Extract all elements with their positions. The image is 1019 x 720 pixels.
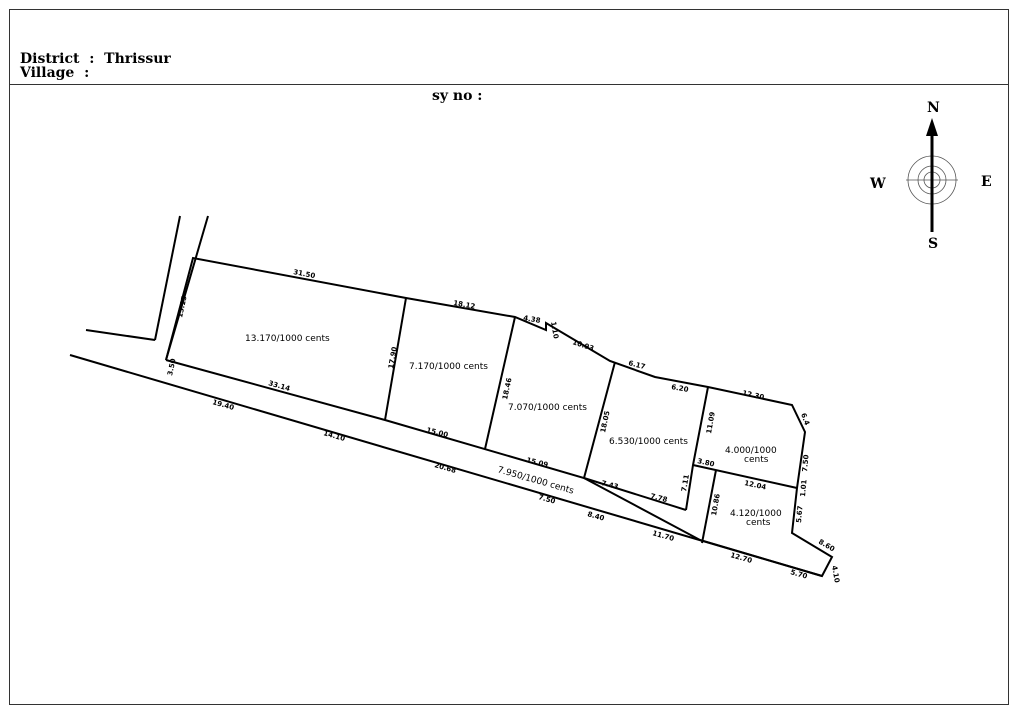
measurement: 3.80 (697, 457, 716, 468)
division-6-road (701, 469, 717, 544)
measurements: 31.50 18.12 4.38 1.10 10.93 6.17 6.20 12… (166, 268, 841, 583)
compass-west: W (869, 176, 886, 192)
header-divider (9, 84, 1009, 85)
map-frame (9, 9, 1009, 705)
survey-label: sy no (432, 88, 473, 104)
district-value: Thrissur (104, 51, 171, 67)
measurement: 6.20 (671, 383, 690, 394)
measurement: 10.86 (710, 493, 722, 516)
compass-south: S (928, 236, 938, 252)
measurement: 6.4 (799, 412, 811, 427)
measurement: 4.38 (523, 314, 542, 325)
measurement: 18.12 (453, 299, 476, 311)
measurement: 3.50 (166, 358, 177, 377)
road-edge-top (85, 329, 156, 341)
measurement: 17.90 (387, 346, 399, 369)
division-4-5 (685, 386, 709, 511)
measurement: 14.10 (322, 429, 346, 443)
plot-3-area: 7.070/1000 cents (508, 403, 587, 413)
measurement: 19.40 (211, 398, 235, 412)
north-arrow-icon (926, 118, 938, 136)
measurement: 10.93 (571, 338, 595, 352)
measurement: 7.11 (680, 474, 691, 493)
division-1-2 (384, 297, 407, 421)
measurement: 6.17 (628, 359, 647, 371)
measurement: 11.09 (705, 411, 717, 434)
plot-boundary-top (165, 256, 834, 578)
measurement: 4.10 (830, 565, 841, 584)
measurement: 5.67 (795, 505, 804, 523)
plot-4-area: 6.530/1000 cents (609, 437, 688, 447)
header-block: District : Thrissur Village : (20, 52, 171, 80)
village-row: Village : (20, 65, 100, 81)
plot-6-area-line1: 4.120/1000 (730, 509, 782, 519)
measurement: 7.43 (601, 479, 620, 491)
plot-5-area-line1: 4.000/1000 (725, 446, 777, 456)
survey-number: sy no : (432, 88, 483, 104)
measurement: 8.60 (817, 538, 836, 554)
measurement: 12.70 (729, 551, 753, 565)
district-row: District : Thrissur (20, 51, 171, 67)
district-label: District (20, 51, 80, 67)
measurement: 15.09 (526, 456, 550, 469)
division-3-4 (583, 361, 616, 479)
division-2-3 (484, 316, 516, 450)
road-edge-left (154, 215, 181, 341)
plot-2-area: 7.170/1000 cents (409, 362, 488, 372)
measurement: 12.30 (742, 389, 765, 401)
plot-1-area: 13.170/1000 cents (245, 334, 330, 344)
measurement: 1.10 (549, 321, 560, 340)
measurement: 15.15 (176, 295, 188, 318)
division-4-road (583, 477, 687, 511)
division-5-6 (692, 464, 798, 489)
plot-5-area-line2: cents (744, 455, 769, 465)
compass: N S E W (869, 100, 992, 252)
division-lines (384, 297, 798, 544)
measurement: 18.46 (501, 377, 513, 400)
village-label: Village (20, 65, 75, 81)
measurement: 20.68 (433, 461, 457, 475)
plot-6-area-line2: cents (746, 518, 771, 528)
compass-east: E (981, 174, 992, 190)
measurement: 7.50 (801, 454, 810, 472)
compass-north: N (927, 100, 940, 116)
measurement: 15.00 (426, 426, 450, 439)
measurement: 1.01 (799, 479, 808, 497)
measurement: 7.78 (650, 492, 669, 504)
access-road (69, 215, 823, 577)
measurement: 7.50 (537, 493, 556, 505)
